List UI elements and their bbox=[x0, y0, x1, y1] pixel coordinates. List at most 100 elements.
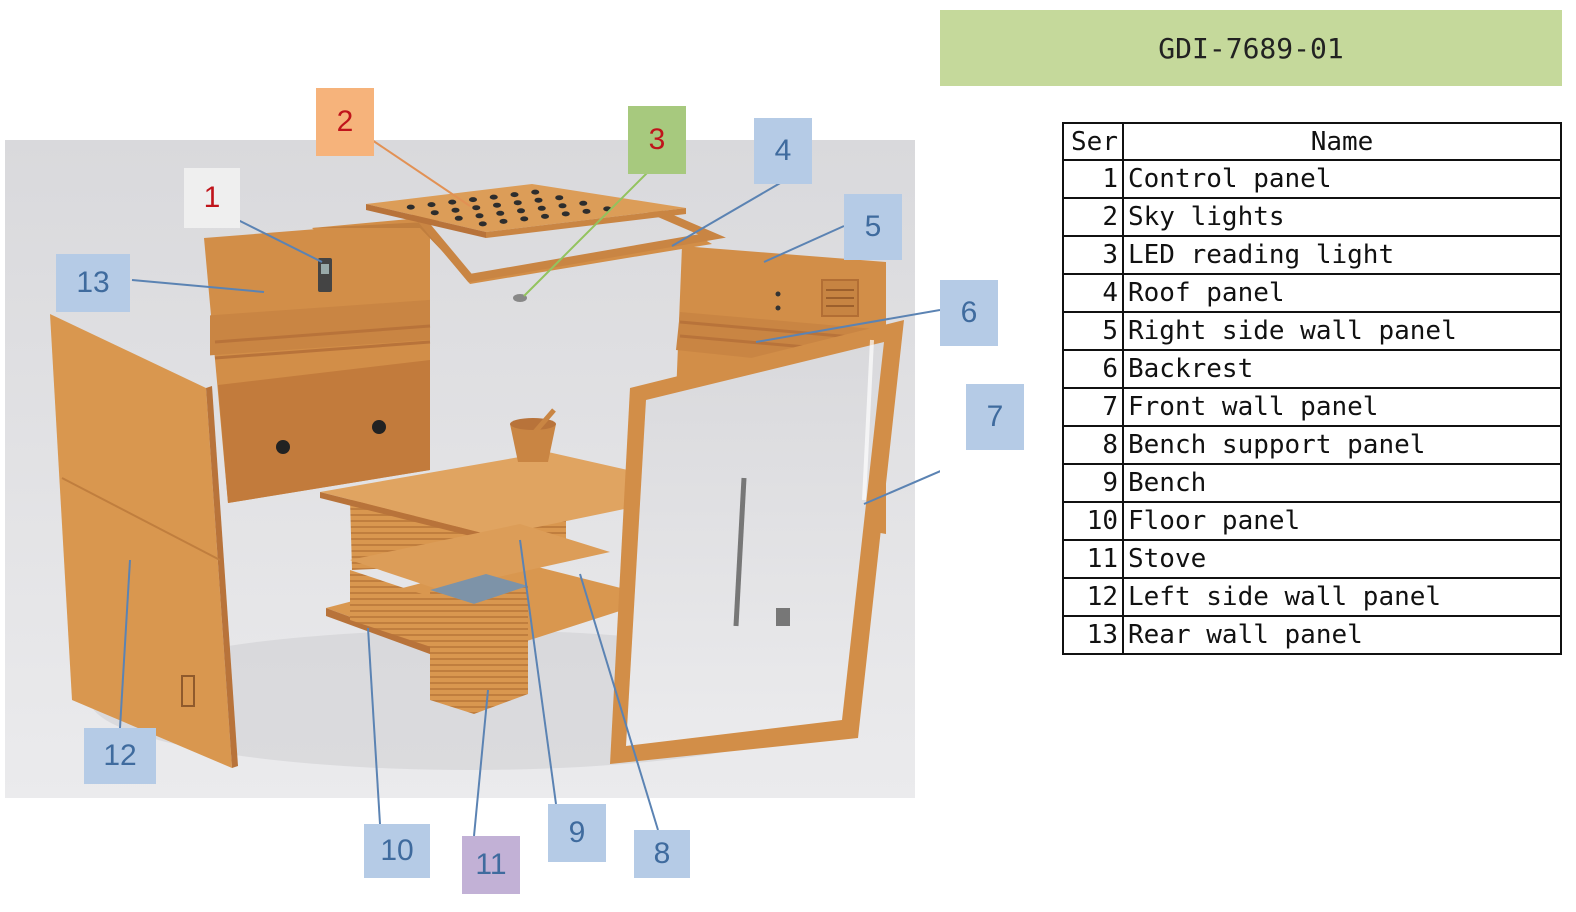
sky-light-dot bbox=[496, 210, 505, 216]
row-name: Bench bbox=[1122, 463, 1562, 503]
callout-8: 8 bbox=[634, 830, 690, 878]
row-name: Floor panel bbox=[1122, 501, 1562, 541]
sky-light-dot bbox=[493, 202, 501, 208]
row-name: Control panel bbox=[1122, 159, 1562, 199]
row-name: Stove bbox=[1122, 539, 1562, 579]
callout-label: 12 bbox=[103, 739, 137, 772]
sky-light-dot bbox=[489, 194, 498, 200]
sky-light-dot bbox=[579, 200, 588, 206]
row-name: Front wall panel bbox=[1122, 387, 1562, 427]
callout-5: 5 bbox=[844, 194, 902, 260]
sauna-bucket bbox=[510, 408, 556, 462]
row-name: Roof panel bbox=[1122, 273, 1562, 313]
sky-light-dot bbox=[451, 207, 460, 213]
row-ser: 8 bbox=[1062, 425, 1124, 465]
sky-lights-panel bbox=[366, 184, 686, 238]
callout-label: 1 bbox=[203, 181, 221, 214]
callout-1: 1 bbox=[184, 168, 240, 228]
sky-light-dot bbox=[517, 208, 525, 214]
callout-label: 8 bbox=[653, 837, 671, 870]
row-name: LED reading light bbox=[1122, 235, 1562, 275]
left-side-wall-panel bbox=[50, 314, 238, 768]
callout-label: 10 bbox=[380, 834, 414, 867]
sky-light-dot bbox=[469, 197, 477, 203]
sky-light-dot bbox=[475, 213, 484, 219]
callout-label: 7 bbox=[986, 400, 1004, 433]
sky-light-dot bbox=[558, 203, 567, 209]
callout-label: 13 bbox=[76, 266, 110, 299]
sky-light-dot bbox=[513, 200, 522, 206]
callout-7: 7 bbox=[966, 384, 1024, 450]
row-ser: 12 bbox=[1062, 577, 1124, 617]
callout-label: 5 bbox=[864, 210, 882, 243]
row-ser: 10 bbox=[1062, 501, 1124, 541]
callout-2: 2 bbox=[316, 88, 374, 156]
row-ser: 9 bbox=[1062, 463, 1124, 503]
table-header-row: Ser Name bbox=[1062, 122, 1562, 161]
control-panel-device bbox=[318, 258, 332, 292]
row-name: Left side wall panel bbox=[1122, 577, 1562, 617]
callout-11: 11 bbox=[462, 836, 520, 894]
column-header-name: Name bbox=[1122, 122, 1562, 161]
drawing-code-banner: GDI-7689-01 bbox=[940, 10, 1562, 86]
row-name: Bench support panel bbox=[1122, 425, 1562, 465]
sky-light-dot bbox=[406, 204, 415, 210]
callout-9: 9 bbox=[548, 804, 606, 862]
row-ser: 7 bbox=[1062, 387, 1124, 427]
row-ser: 3 bbox=[1062, 235, 1124, 275]
callout-3: 3 bbox=[628, 106, 686, 174]
leader-lines bbox=[119, 139, 940, 837]
sky-light-dot bbox=[534, 197, 543, 203]
sky-light-dot bbox=[582, 208, 591, 214]
sky-light-dot bbox=[427, 202, 436, 208]
front-wall-panel bbox=[610, 320, 904, 764]
sauna-exploded-view bbox=[5, 139, 940, 837]
column-header-ser: Ser bbox=[1062, 122, 1124, 161]
sky-light-dot bbox=[430, 210, 439, 216]
sky-light-dot bbox=[520, 216, 529, 222]
row-ser: 1 bbox=[1062, 159, 1124, 199]
sky-light-dot bbox=[555, 195, 564, 201]
row-ser: 2 bbox=[1062, 197, 1124, 237]
stove bbox=[430, 574, 528, 714]
callout-label: 3 bbox=[648, 123, 666, 156]
sky-light-dot bbox=[478, 221, 487, 227]
sky-light-dot bbox=[448, 199, 457, 205]
callout-label: 4 bbox=[774, 134, 792, 167]
row-name: Rear wall panel bbox=[1122, 615, 1562, 655]
row-name: Backrest bbox=[1122, 349, 1562, 389]
sky-light-dot bbox=[499, 218, 508, 224]
sky-light-dot bbox=[541, 213, 549, 219]
drawing-code: GDI-7689-01 bbox=[1158, 31, 1344, 65]
row-ser: 4 bbox=[1062, 273, 1124, 313]
sky-light-dot bbox=[454, 215, 463, 221]
sky-light-dot bbox=[472, 205, 481, 211]
callout-13: 13 bbox=[56, 254, 130, 312]
row-ser: 6 bbox=[1062, 349, 1124, 389]
row-ser: 11 bbox=[1062, 539, 1124, 579]
callout-4: 4 bbox=[754, 118, 812, 184]
callout-12: 12 bbox=[84, 728, 156, 784]
row-ser: 5 bbox=[1062, 311, 1124, 351]
row-name: Right side wall panel bbox=[1122, 311, 1562, 351]
callout-label: 9 bbox=[568, 816, 586, 849]
callout-label: 11 bbox=[475, 848, 507, 881]
row-name: Sky lights bbox=[1122, 197, 1562, 237]
callout-label: 6 bbox=[960, 296, 978, 329]
callout-10: 10 bbox=[364, 824, 430, 878]
sky-light-dot bbox=[510, 192, 519, 198]
sky-light-dot bbox=[537, 205, 546, 211]
sky-light-dot bbox=[561, 211, 570, 217]
